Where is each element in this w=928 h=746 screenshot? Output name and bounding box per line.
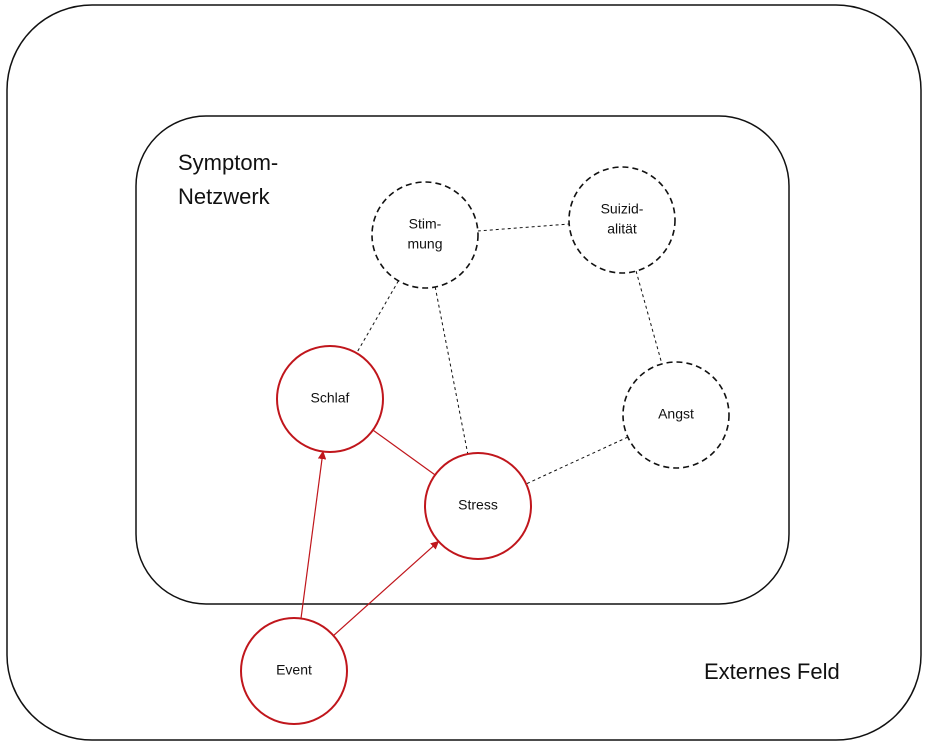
node-schlaf: Schlaf (276, 345, 384, 453)
edge-stimmung-suizidalitaet (477, 223, 570, 232)
edge-stimmung-schlaf (356, 280, 399, 354)
node-suizidalitaet-circle (568, 166, 676, 274)
node-suizidalitaet-label: Suizid- (601, 201, 644, 217)
edge-stimmung-stress (434, 286, 469, 455)
node-stimmung-label: Stim- (409, 216, 442, 232)
node-angst-label: Angst (658, 406, 694, 422)
external-field-label: Externes Feld (704, 659, 840, 684)
edge-event-stress (333, 540, 440, 637)
node-schlaf-label: Schlaf (311, 390, 350, 406)
node-stimmung-circle (371, 181, 479, 289)
node-event-circle (240, 617, 348, 725)
symptom-network-frame (135, 115, 790, 605)
edge-event-schlaf (300, 450, 327, 619)
symptom-network-label-line-1: Symptom- (178, 150, 278, 175)
node-stress-label: Stress (458, 497, 498, 513)
node-schlaf-circle (276, 345, 384, 453)
node-event: Event (240, 617, 348, 725)
edges (300, 223, 663, 637)
node-suizidalitaet: Suizid-alität (568, 166, 676, 274)
node-angst: Angst (622, 361, 730, 469)
node-event-label: Event (276, 662, 312, 678)
node-stress-circle (424, 452, 532, 560)
node-stimmung: Stim-mung (371, 181, 479, 289)
edge-suizidalitaet-angst (635, 270, 663, 365)
node-suizidalitaet-label: alität (607, 221, 637, 237)
node-stress: Stress (424, 452, 532, 560)
node-stimmung-label: mung (407, 236, 442, 252)
node-angst-circle (622, 361, 730, 469)
nodes: Stim-mung Suizid-alitätSchlafAngstStressE… (240, 166, 730, 725)
symptom-network-label-line-2: Netzwerk (178, 184, 271, 209)
edge-angst-stress (525, 436, 629, 485)
edge-schlaf-stress (372, 429, 436, 476)
external-field-frame (6, 4, 922, 741)
